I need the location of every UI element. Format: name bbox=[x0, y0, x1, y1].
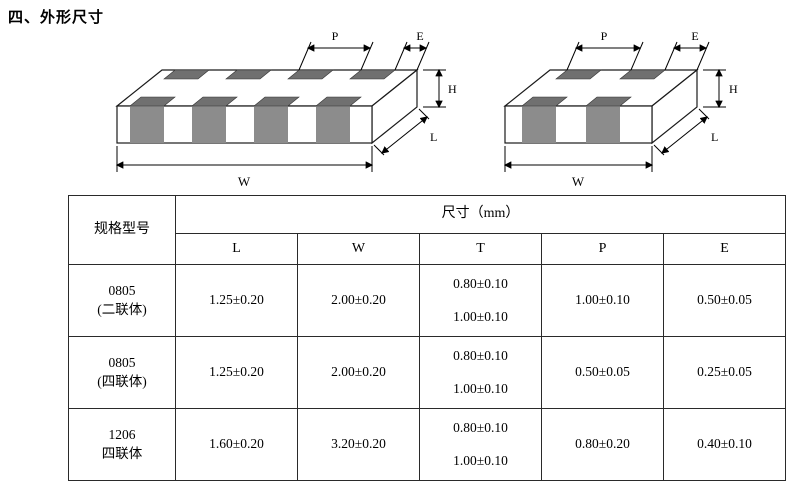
dim-label-l: L bbox=[711, 130, 718, 144]
terminal-pad bbox=[253, 96, 300, 107]
chip-diagram-quad: P E H L bbox=[115, 29, 457, 189]
value-l: 1.25±0.20 bbox=[175, 336, 298, 409]
dim-label-l: L bbox=[430, 130, 437, 144]
value-p: 1.00±0.10 bbox=[541, 264, 664, 337]
value-p: 0.80±0.20 bbox=[541, 408, 664, 481]
table-row: 1206 四联体 1.60±0.20 3.20±0.20 0.80±0.10 1… bbox=[68, 408, 786, 481]
value-l: 1.25±0.20 bbox=[175, 264, 298, 337]
terminal-pad bbox=[225, 69, 272, 80]
value-t-bottom: 1.00±0.10 bbox=[453, 308, 508, 324]
table-row: 0805 (四联体) 1.25±0.20 2.00±0.20 0.80±0.10… bbox=[68, 336, 786, 409]
model-name: 0805 bbox=[108, 355, 136, 371]
spec-model-header: 规格型号 bbox=[68, 195, 176, 265]
table-header-row-1: 规格型号 尺寸（mm） bbox=[68, 195, 786, 265]
terminal-pad bbox=[521, 96, 568, 107]
value-t-top: 0.80±0.10 bbox=[453, 347, 508, 363]
terminal-pad bbox=[129, 96, 176, 107]
model-cell: 0805 (四联体) bbox=[68, 336, 176, 409]
dim-p: P bbox=[566, 29, 644, 71]
electrode-band bbox=[522, 106, 556, 143]
dim-h: H bbox=[703, 68, 738, 109]
table-header-row-2: L W T P E bbox=[69, 233, 786, 265]
electrode-band bbox=[254, 106, 288, 143]
dim-label-h: H bbox=[729, 82, 738, 96]
value-e: 0.40±0.10 bbox=[663, 408, 786, 481]
col-header-t: T bbox=[419, 233, 542, 265]
dimension-diagrams: P E H L bbox=[0, 26, 800, 194]
terminal-pad bbox=[287, 69, 334, 80]
value-t-bottom: 1.00±0.10 bbox=[453, 452, 508, 468]
col-header-p: P bbox=[541, 233, 664, 265]
terminal-pad bbox=[555, 69, 602, 80]
value-t: 0.80±0.10 1.00±0.10 bbox=[419, 264, 542, 337]
dim-w: W bbox=[115, 146, 374, 189]
value-w: 2.00±0.20 bbox=[297, 264, 420, 337]
page-title: 四、外形尺寸 bbox=[8, 9, 105, 26]
dim-label-p: P bbox=[332, 29, 339, 43]
value-w: 2.00±0.20 bbox=[297, 336, 420, 409]
dim-p: P bbox=[298, 29, 374, 71]
model-cell: 0805 (二联体) bbox=[68, 264, 176, 337]
model-variant: 四联体 bbox=[101, 445, 143, 461]
dim-l: L bbox=[373, 108, 437, 156]
model-name: 1206 bbox=[108, 427, 136, 443]
value-w: 3.20±0.20 bbox=[297, 408, 420, 481]
value-t-top: 0.80±0.10 bbox=[453, 275, 508, 291]
terminal-pad bbox=[191, 96, 238, 107]
electrode-band bbox=[586, 106, 620, 143]
value-p: 0.50±0.05 bbox=[541, 336, 664, 409]
value-t: 0.80±0.10 1.00±0.10 bbox=[419, 336, 542, 409]
dim-e: E bbox=[664, 29, 710, 71]
value-t-top: 0.80±0.10 bbox=[453, 419, 508, 435]
dim-label-p: P bbox=[601, 29, 608, 43]
value-e: 0.50±0.05 bbox=[663, 264, 786, 337]
terminal-pad bbox=[585, 96, 632, 107]
model-name: 0805 bbox=[108, 283, 136, 299]
dim-label-w: W bbox=[238, 174, 251, 189]
dim-w: W bbox=[503, 146, 654, 189]
value-t-bottom: 1.00±0.10 bbox=[453, 380, 508, 396]
model-variant: (四联体) bbox=[97, 373, 147, 389]
col-header-e: E bbox=[663, 233, 786, 265]
dim-h: H bbox=[423, 68, 457, 109]
dim-l: L bbox=[653, 108, 718, 156]
terminal-pad bbox=[163, 69, 210, 80]
dim-label-h: H bbox=[448, 82, 457, 96]
value-l: 1.60±0.20 bbox=[175, 408, 298, 481]
table-row: 0805 (二联体) 1.25±0.20 2.00±0.20 0.80±0.10… bbox=[68, 264, 786, 337]
dimension-table: 规格型号 尺寸（mm） L W T P E 0805 (二联体) 1.25±0.… bbox=[68, 195, 786, 481]
dim-label-e: E bbox=[416, 29, 423, 43]
col-header-w: W bbox=[297, 233, 420, 265]
dim-label-e: E bbox=[691, 29, 698, 43]
model-variant: (二联体) bbox=[97, 301, 147, 317]
electrode-band bbox=[316, 106, 350, 143]
dimension-mm-header: 尺寸（mm） bbox=[175, 195, 786, 234]
value-t: 0.80±0.10 1.00±0.10 bbox=[419, 408, 542, 481]
chip-diagram-dual: P E H L bbox=[503, 29, 738, 189]
value-e: 0.25±0.05 bbox=[663, 336, 786, 409]
dim-e: E bbox=[394, 29, 430, 71]
electrode-band bbox=[130, 106, 164, 143]
model-cell: 1206 四联体 bbox=[68, 408, 176, 481]
electrode-band bbox=[192, 106, 226, 143]
terminal-pad bbox=[315, 96, 362, 107]
dim-label-w: W bbox=[572, 174, 585, 189]
col-header-l: L bbox=[175, 233, 298, 265]
